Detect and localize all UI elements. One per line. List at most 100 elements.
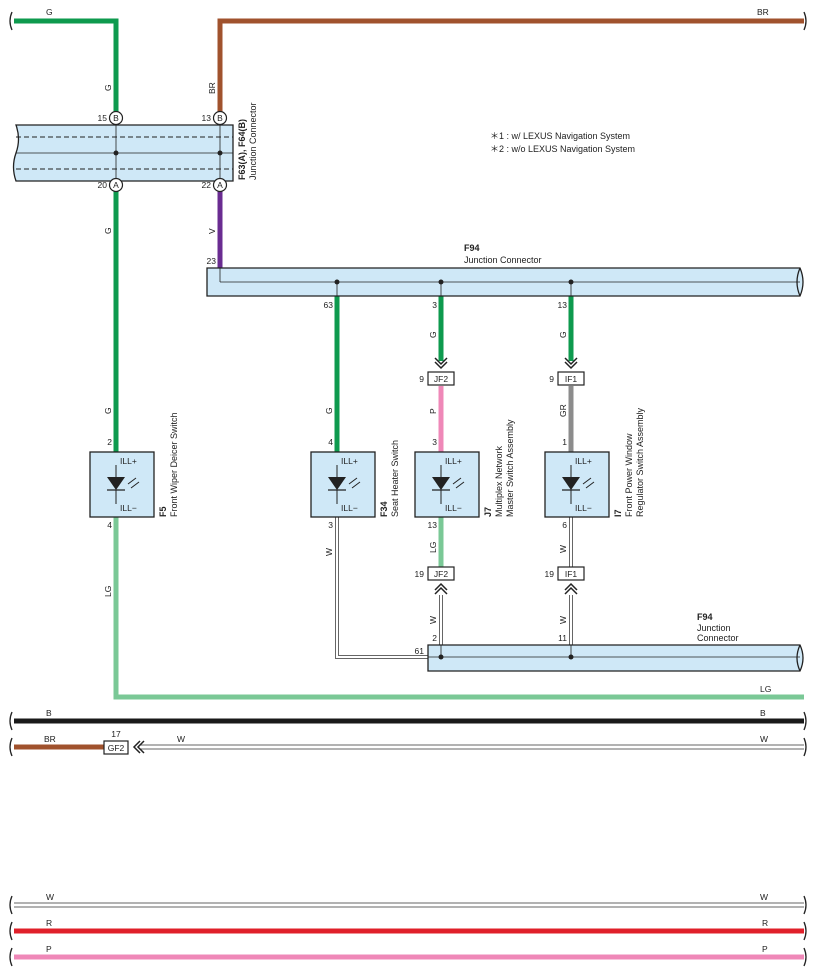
j7-code: J7	[483, 507, 493, 517]
circle-label: A	[217, 180, 223, 190]
wire-label: G	[558, 331, 568, 338]
wire-label: G	[324, 407, 334, 414]
chevron-up-icon	[434, 582, 578, 595]
component-i7	[544, 451, 610, 518]
wire-g-top	[14, 18, 119, 118]
pin-label: 13	[202, 113, 212, 123]
jf2-top-label: JF2	[434, 374, 448, 384]
wire-br-top	[217, 18, 804, 118]
wire-label: P	[46, 944, 52, 954]
f34-ill-plus: ILL+	[341, 456, 358, 466]
pin-label: 1	[562, 437, 567, 447]
pin-label: 3	[432, 300, 437, 310]
j7-ill-plus: ILL+	[445, 456, 462, 466]
pin-numbers: 15 13 20 22 23 63 3 13 9 9 2 4 4 3 3 13 …	[98, 113, 568, 739]
j7-name-2: Master Switch Assembly	[505, 419, 515, 517]
note-2: ＊2 : w/o LEXUS Navigation System	[490, 144, 635, 154]
circle-label: B	[113, 113, 119, 123]
circle-label: B	[217, 113, 223, 123]
pin-label: 3	[432, 437, 437, 447]
i7-name-2: Regulator Switch Assembly	[635, 407, 645, 517]
jf2-bottom-label: JF2	[434, 569, 448, 579]
f94-bottom-name-1: Junction	[697, 623, 731, 633]
pin-label: 4	[107, 520, 112, 530]
f63-code: F63(A), F64(B)	[237, 119, 247, 180]
wire-label: V	[207, 228, 217, 234]
pin-label: 19	[545, 569, 555, 579]
white-wires	[335, 517, 573, 659]
wire-label: LG	[428, 542, 438, 553]
pin-label: 17	[111, 729, 121, 739]
pin-label: 2	[432, 633, 437, 643]
chevron-down-icon	[434, 357, 578, 370]
wire-label: G	[103, 84, 113, 91]
wire-label: R	[46, 918, 52, 928]
wire-label: BR	[44, 734, 56, 744]
wire-label: B	[760, 708, 766, 718]
junction-connector-f63-f64	[12, 124, 234, 182]
note-1: ＊1 : w/ LEXUS Navigation System	[490, 131, 630, 141]
j7-ill-minus: ILL−	[445, 503, 462, 513]
wire-label: LG	[103, 586, 113, 597]
f5-ill-minus: ILL−	[120, 503, 137, 513]
pin-label: 4	[328, 437, 333, 447]
component-f5	[89, 451, 155, 518]
wire-label: P	[428, 408, 438, 414]
i7-ill-minus: ILL−	[575, 503, 592, 513]
component-j7	[414, 451, 480, 518]
wire-lg-bottom	[113, 517, 804, 700]
i7-name-1: Front Power Window	[624, 433, 634, 517]
pin-label: 63	[324, 300, 334, 310]
f5-name: Front Wiper Deicer Switch	[169, 412, 179, 517]
wire-label: G	[428, 331, 438, 338]
wire-label: G	[103, 227, 113, 234]
pin-label: 13	[558, 300, 568, 310]
wire-label: W	[428, 616, 438, 624]
pin-circles: B B A A	[108, 110, 228, 193]
i7-code: I7	[613, 509, 623, 517]
pin-label: 11	[558, 633, 567, 643]
f34-code: F34	[379, 501, 389, 517]
pin-label: 9	[549, 374, 554, 384]
inline-connector-boxes	[103, 371, 585, 755]
junction-connector-f94-top	[206, 267, 804, 297]
pin-label: 9	[419, 374, 424, 384]
wire-label: LG	[760, 684, 771, 694]
wire-label: B	[46, 708, 52, 718]
j7-name-1: Multiplex Network	[494, 445, 504, 517]
wire-label: G	[103, 407, 113, 414]
pin-label: 6	[562, 520, 567, 530]
f34-ill-minus: ILL−	[341, 503, 358, 513]
wire-label: BR	[207, 82, 217, 94]
f94-bottom-code: F94	[697, 612, 713, 622]
wire-label: W	[324, 548, 334, 556]
pin-label: 19	[415, 569, 425, 579]
pin-label: 3	[328, 520, 333, 530]
pin-label: 23	[207, 256, 217, 266]
if1-top-label: IF1	[565, 374, 578, 384]
wire-label: GR	[558, 404, 568, 417]
pin-label: 15	[98, 113, 108, 123]
wire-label: W	[558, 616, 568, 624]
wire-label: W	[760, 892, 768, 902]
f5-ill-plus: ILL+	[120, 456, 137, 466]
i7-ill-plus: ILL+	[575, 456, 592, 466]
wire-label: G	[46, 7, 53, 17]
f63-name: Junction Connector	[248, 102, 258, 180]
if1-bottom-label: IF1	[565, 569, 578, 579]
wire-label: W	[46, 892, 54, 902]
pin-label: 61	[415, 646, 425, 656]
pin-label: 22	[202, 180, 212, 190]
wire-label: W	[558, 545, 568, 553]
f5-code: F5	[158, 506, 168, 517]
f94-bottom-name-2: Connector	[697, 633, 739, 643]
component-f34	[310, 451, 376, 518]
gf2-label: GF2	[108, 743, 125, 753]
junction-connector-f94-bottom	[427, 644, 804, 672]
pin-label: 20	[98, 180, 108, 190]
pin-label: 2	[107, 437, 112, 447]
wire-label: P	[762, 944, 768, 954]
circle-label: A	[113, 180, 119, 190]
chevron-left-icon	[132, 740, 145, 754]
